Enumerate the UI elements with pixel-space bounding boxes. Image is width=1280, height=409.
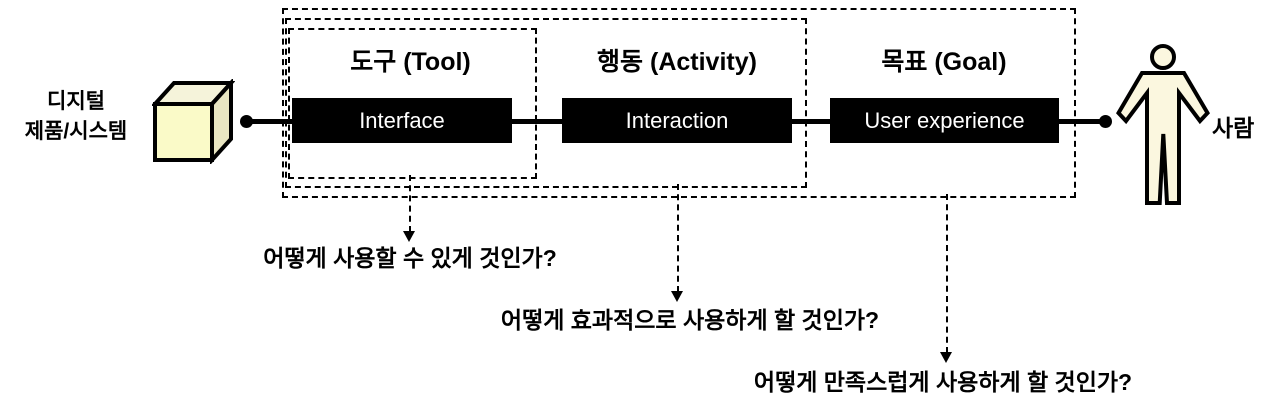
layer-title-activity: 행동 (Activity) [597, 48, 757, 76]
cube-icon [152, 79, 235, 164]
band-interaction: Interaction [562, 98, 792, 143]
band-user-experience: User experience [830, 98, 1059, 143]
connector-dot-left [240, 115, 253, 128]
band-interface: Interface [292, 98, 512, 143]
connector-dot-right [1099, 115, 1112, 128]
connector-line-userexperience-person [1059, 119, 1101, 124]
activity-boundary-box [285, 18, 807, 188]
question-goal: 어떻게 만족스럽게 사용하게 할 것인가? [753, 369, 1133, 395]
question-arrowhead-1 [403, 231, 415, 242]
person-icon [1116, 44, 1210, 205]
question-activity: 어떻게 효과적으로 사용하게 할 것인가? [500, 307, 880, 333]
digital-product-label: 디지털 제품/시스템 [0, 87, 152, 147]
question-arrowhead-3 [940, 352, 952, 363]
layer-title-tool: 도구 (Tool) [350, 48, 471, 76]
connector-line-interaction-userexperience [792, 119, 830, 124]
goal-boundary-box [282, 8, 1076, 198]
question-arrowhead-2 [671, 291, 683, 302]
tool-boundary-box [288, 28, 537, 179]
layer-title-goal: 목표 (Goal) [881, 48, 1007, 76]
question-arrow-line-3 [946, 194, 948, 353]
question-arrow-line-1 [409, 175, 411, 232]
question-arrow-line-2 [677, 184, 679, 292]
connector-line-interface-interaction [512, 119, 562, 124]
connector-line-source-interface [251, 119, 292, 124]
question-tool: 어떻게 사용할 수 있게 것인가? [263, 245, 557, 271]
person-label: 사람 [1212, 115, 1255, 141]
digital-product-label-line1: 디지털 [47, 90, 105, 113]
digital-product-label-line2: 제품/시스템 [24, 120, 128, 143]
